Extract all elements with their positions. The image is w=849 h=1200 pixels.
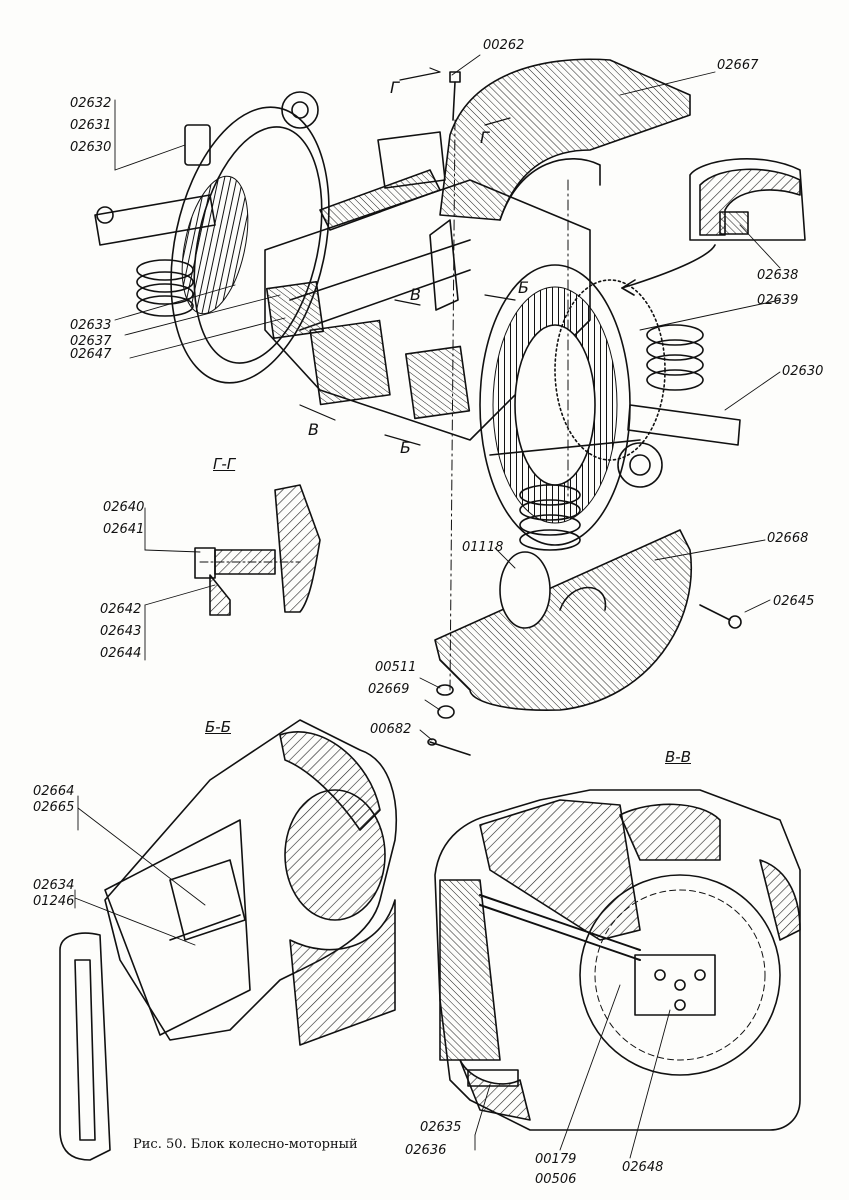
part-label: 00262 xyxy=(483,38,525,53)
lower-gear-cover xyxy=(434,529,692,712)
part-label: 02669 xyxy=(368,682,410,697)
part-label: 00179 xyxy=(535,1152,577,1167)
section-title-g-g: Г-Г xyxy=(213,455,236,473)
part-label: 02630 xyxy=(70,140,112,155)
part-label: 02667 xyxy=(717,58,759,73)
part-label: 02640 xyxy=(103,500,145,515)
cut-mark-v: В xyxy=(410,285,421,304)
part-label: 02665 xyxy=(33,800,75,815)
part-label: 02637 xyxy=(70,334,112,349)
part-label: 02639 xyxy=(757,293,799,308)
part-label: 00682 xyxy=(370,722,412,737)
cut-mark-b: Б xyxy=(400,438,411,457)
section-b-b xyxy=(59,719,398,1161)
gear-wheel xyxy=(479,264,666,546)
part-label: 02641 xyxy=(103,522,145,537)
cut-arrows xyxy=(299,67,516,446)
leader-lines xyxy=(74,54,781,1159)
part-label: 02668 xyxy=(767,531,809,546)
cut-mark-g: Г xyxy=(480,128,489,147)
seal-detail-inset xyxy=(621,158,806,296)
part-label: 02648 xyxy=(622,1160,664,1175)
part-label: 02647 xyxy=(70,347,112,362)
nut-washer xyxy=(427,684,471,756)
part-label: 02644 xyxy=(100,646,142,661)
part-label: 00506 xyxy=(535,1172,577,1187)
part-label: 02642 xyxy=(100,602,142,617)
part-label: 02643 xyxy=(100,624,142,639)
cut-mark-g: Г xyxy=(390,78,399,97)
part-label: 02635 xyxy=(420,1120,462,1135)
cut-mark-b: Б xyxy=(518,278,529,297)
bolt-00262 xyxy=(449,71,461,121)
part-label: 01118 xyxy=(462,540,504,555)
part-label: 02634 xyxy=(33,878,75,893)
right-axle-spring xyxy=(489,324,741,551)
part-label: 02630 xyxy=(782,364,824,379)
part-label: 02638 xyxy=(757,268,799,283)
cut-mark-v: В xyxy=(308,420,319,439)
upper-gear-cover xyxy=(439,58,691,221)
part-label: 02636 xyxy=(405,1143,447,1158)
bolt-02645 xyxy=(699,604,742,629)
part-label: 02645 xyxy=(773,594,815,609)
left-wheel xyxy=(170,91,330,384)
figure-caption: Рис. 50. Блок колесно-моторный xyxy=(133,1137,358,1152)
part-label: 02631 xyxy=(70,118,112,133)
part-label: 02664 xyxy=(33,784,75,799)
part-label: 02632 xyxy=(70,96,112,111)
part-label: 01246 xyxy=(33,894,75,909)
section-title-b-b: Б-Б xyxy=(205,718,231,736)
part-label: 00511 xyxy=(375,660,417,675)
part-label: 02633 xyxy=(70,318,112,333)
left-axle-spring xyxy=(94,124,216,317)
section-v-v xyxy=(434,789,801,1131)
section-g-g xyxy=(194,484,321,616)
section-title-v-v: В-В xyxy=(665,748,691,766)
